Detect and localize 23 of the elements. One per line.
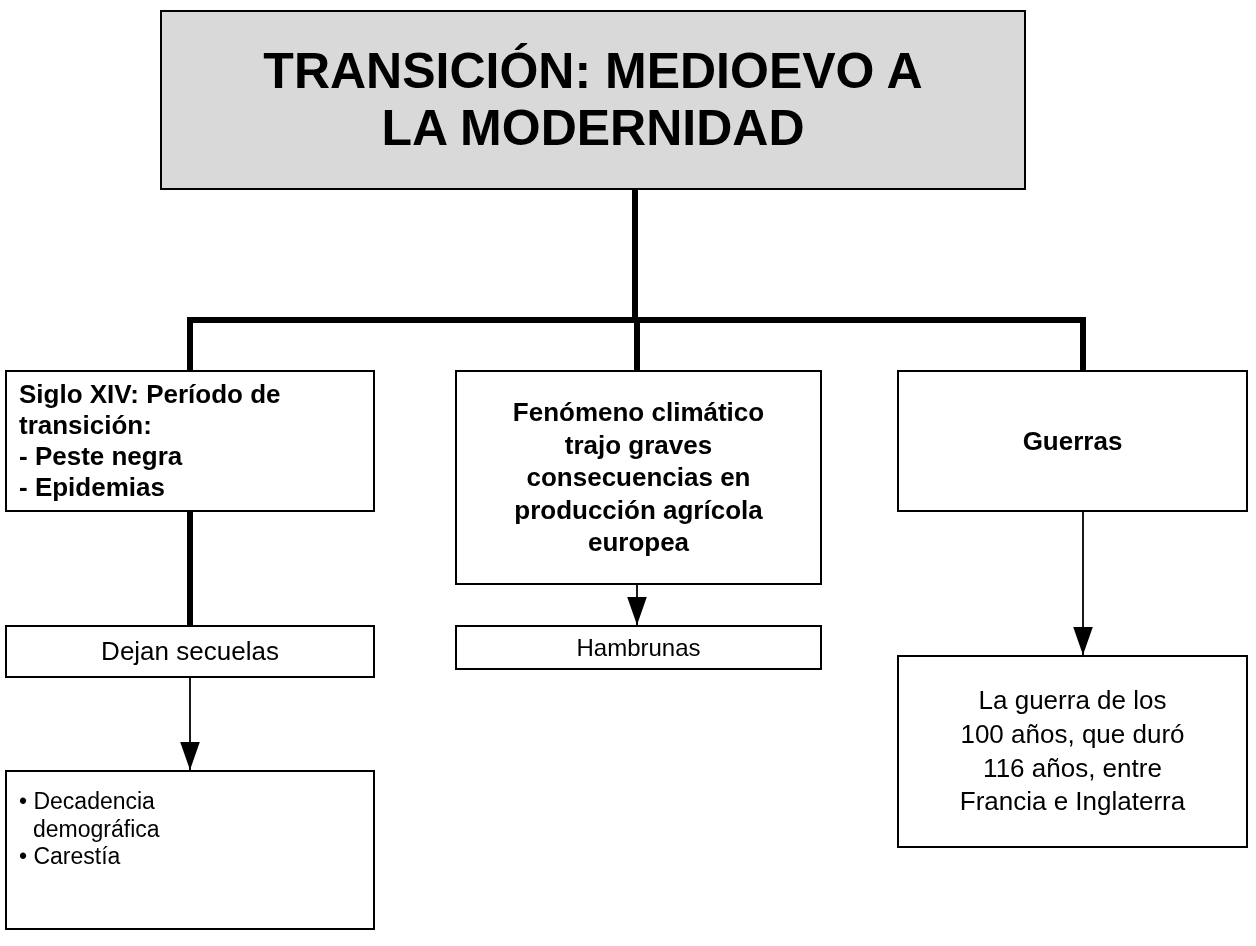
box-text: - Epidemias [19,472,166,504]
title-text: TRANSICIÓN: MEDIOEVO A LA MODERNIDAD [262,42,924,158]
list-item: • Decadencia demográfica [19,788,161,844]
result-box [5,625,375,678]
connector-line [187,512,193,625]
topic-box [897,370,1248,512]
result-box [455,625,822,670]
list-item: • Carestía [19,843,122,871]
box-text: Fenómeno climático trajo graves consecuencias en producción agrícola europea [511,396,766,559]
box-text: Hambrunas [576,632,701,663]
box-text: Guerras [1022,424,1123,458]
topic-box [5,370,375,512]
topic-box [455,370,822,585]
result-box [897,655,1248,848]
box-text: La guerra de los 100 años, que duró 116 años, entre Francia e Inglaterra [958,683,1187,819]
arrow [627,584,647,626]
arrow [1073,511,1093,656]
box-text: - Peste negra [19,441,184,473]
box-text: Siglo XIV: Período de transición: [19,378,282,441]
list-box [5,770,375,930]
title-box [160,10,1026,190]
box-text: Dejan secuelas [101,635,279,668]
arrow [180,677,200,771]
